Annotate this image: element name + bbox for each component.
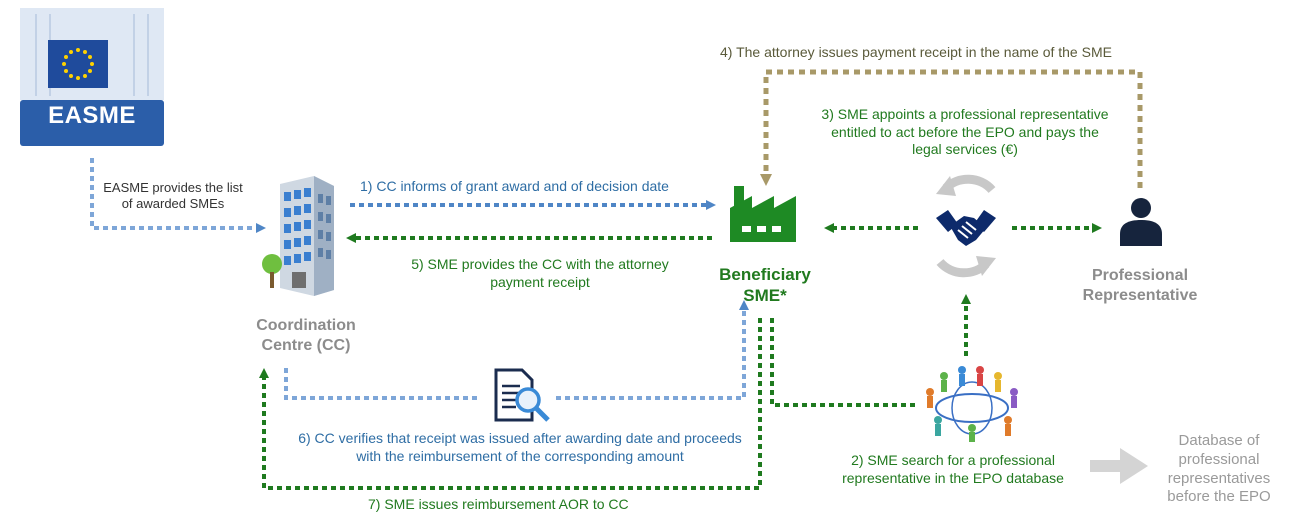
factory-icon: [730, 186, 796, 242]
database-label: Database of professional representatives…: [1167, 432, 1271, 506]
step4-connector: [760, 69, 1143, 188]
document-search-icon: [494, 368, 550, 422]
step4-label: 4) The attorney issues payment receipt i…: [720, 44, 1112, 60]
network-people-icon: [926, 366, 1018, 442]
sme-label: Beneficiary SME*: [719, 265, 811, 306]
step6-label: 6) CC verifies that receipt was issued a…: [298, 430, 742, 464]
exchange-arrow-top: [936, 174, 996, 196]
step6-connector-right: [556, 300, 749, 400]
step2-label: 2) SME search for a professional represe…: [842, 452, 1064, 486]
exchange-arrow-bottom: [936, 256, 996, 278]
person-icon: [1120, 198, 1162, 246]
easme-logo-text: EASME: [48, 102, 136, 129]
step1-label: 1) CC informs of grant award and of deci…: [360, 178, 669, 194]
step3-label: 3) SME appoints a professional represent…: [821, 106, 1109, 157]
rep-label: Professional Representative: [1082, 267, 1198, 304]
easme-provides-label: EASME provides the list of awarded SMEs: [103, 180, 243, 212]
eu-flag-icon: [48, 40, 108, 88]
office-building-icon: [262, 176, 334, 296]
arrow-right-icon: [1090, 448, 1148, 484]
step7-label: 7) SME issues reimbursement AOR to CC: [368, 496, 629, 512]
easme-to-cc-connector: [90, 158, 266, 233]
step2-connector: [770, 318, 916, 407]
step5-label: 5) SME provides the CC with the attorney…: [411, 256, 669, 290]
step6-connector-left: [284, 368, 480, 400]
handshake-icon: [936, 210, 996, 246]
step7-connector: [259, 318, 762, 490]
cc-label: Coordination Centre (CC): [256, 317, 356, 354]
